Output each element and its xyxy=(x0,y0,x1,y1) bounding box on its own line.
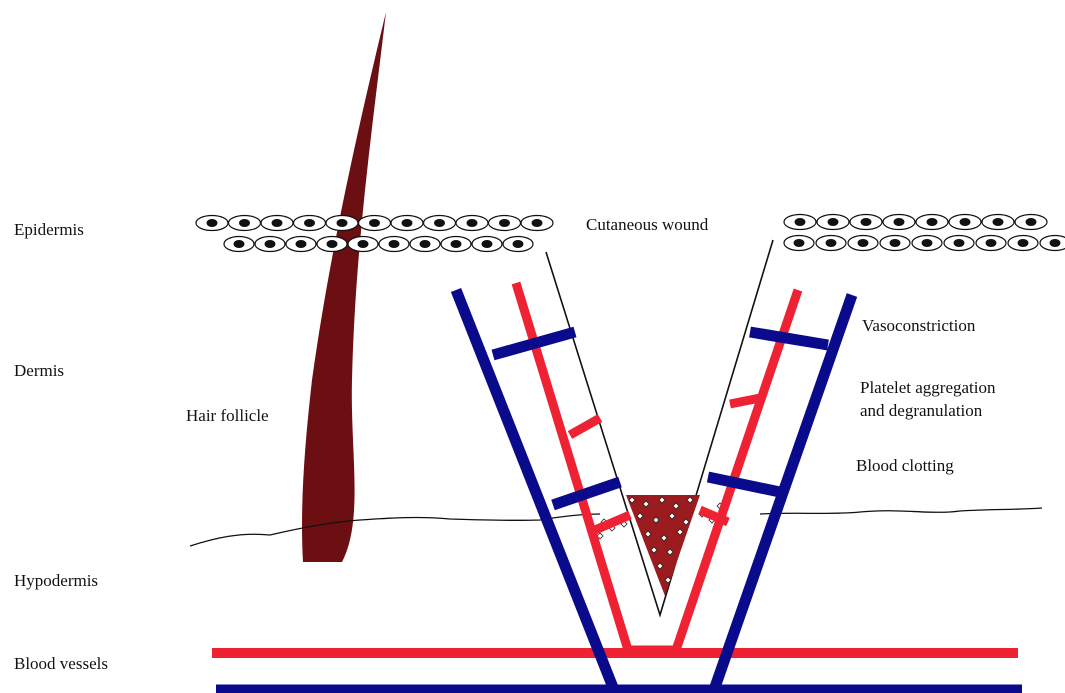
blue-right-rung-bottom xyxy=(708,477,780,492)
cell-nucleus xyxy=(207,219,218,227)
hair-follicle-shape xyxy=(302,12,386,562)
cell-nucleus xyxy=(890,239,901,247)
cell-nucleus xyxy=(927,218,938,226)
cell-nucleus xyxy=(402,219,413,227)
cell-nucleus xyxy=(513,240,524,248)
cell-nucleus xyxy=(861,218,872,226)
cell-nucleus xyxy=(234,240,245,248)
cell-nucleus xyxy=(499,219,510,227)
label-platelet-line1: Platelet aggregation xyxy=(860,377,995,399)
epidermis-right-row-bottom xyxy=(784,236,1065,251)
cell-nucleus xyxy=(794,239,805,247)
cell-nucleus xyxy=(337,219,348,227)
cell-nucleus xyxy=(795,218,806,226)
cell-nucleus xyxy=(327,240,338,248)
cell-nucleus xyxy=(369,219,380,227)
red-right-stub xyxy=(730,398,760,404)
blue-right-rung-top xyxy=(750,332,828,345)
label-blood-clotting: Blood clotting xyxy=(856,455,954,477)
red-right-main xyxy=(676,290,798,650)
blood-clot xyxy=(626,495,700,596)
epidermis-right-row-top xyxy=(784,215,1047,230)
label-cutaneous-wound: Cutaneous wound xyxy=(586,214,708,236)
cell-nucleus xyxy=(828,218,839,226)
cell-nucleus xyxy=(1018,239,1029,247)
epidermis-left-row-top xyxy=(196,216,553,231)
cell-nucleus xyxy=(420,240,431,248)
cell-nucleus xyxy=(467,219,478,227)
label-vasoconstriction: Vasoconstriction xyxy=(862,315,975,337)
cell-nucleus xyxy=(482,240,493,248)
cell-nucleus xyxy=(265,240,276,248)
cell-nucleus xyxy=(894,218,905,226)
cell-nucleus xyxy=(826,239,837,247)
label-platelet-line2: and degranulation xyxy=(860,400,982,422)
red-left-stub xyxy=(570,418,600,435)
cell-nucleus xyxy=(1050,239,1061,247)
cell-nucleus xyxy=(1026,218,1037,226)
cell-nucleus xyxy=(922,239,933,247)
cell-nucleus xyxy=(993,218,1004,226)
cell-nucleus xyxy=(858,239,869,247)
cell-nucleus xyxy=(239,219,250,227)
epidermis-left-row-bottom xyxy=(224,237,533,252)
label-blood-vessels: Blood vessels xyxy=(14,653,108,675)
label-epidermis: Epidermis xyxy=(14,219,84,241)
cell-nucleus xyxy=(389,240,400,248)
cell-nucleus xyxy=(451,240,462,248)
cell-nucleus xyxy=(434,219,445,227)
label-hypodermis: Hypodermis xyxy=(14,570,98,592)
cell-nucleus xyxy=(532,219,543,227)
blue-right-main xyxy=(714,295,852,690)
cell-nucleus xyxy=(304,219,315,227)
cell-nucleus xyxy=(272,219,283,227)
cell-nucleus xyxy=(960,218,971,226)
cell-nucleus xyxy=(986,239,997,247)
label-dermis: Dermis xyxy=(14,360,64,382)
cell-nucleus xyxy=(954,239,965,247)
cell-nucleus xyxy=(296,240,307,248)
cell-nucleus xyxy=(358,240,369,248)
label-hair-follicle: Hair follicle xyxy=(186,405,269,427)
